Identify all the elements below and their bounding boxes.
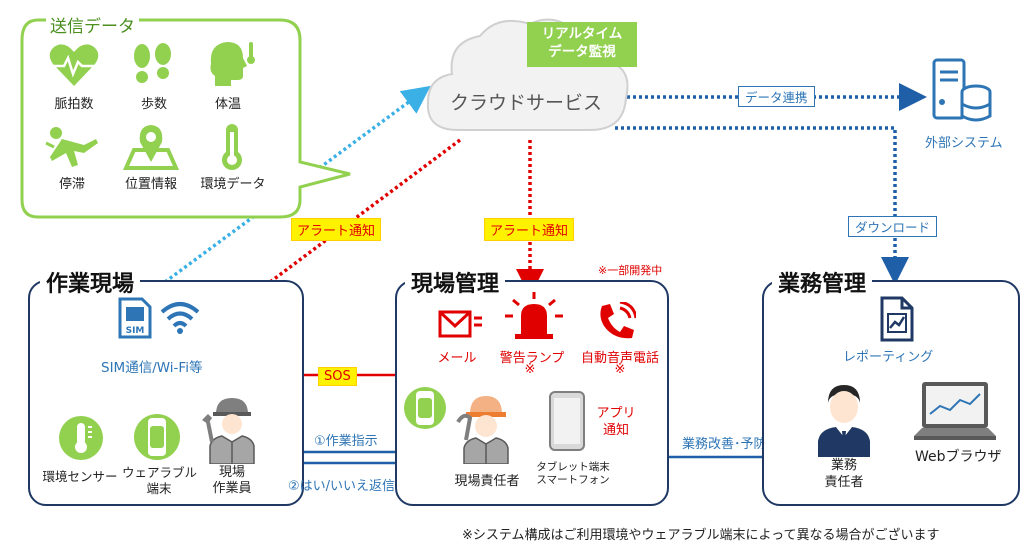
site-mgmt-title: 現場管理 — [405, 266, 506, 298]
cloud-to-biz-line — [615, 126, 909, 285]
worker-label: 現場 作業員 — [202, 465, 262, 497]
realtime-tag-line1: リアルタイム — [541, 26, 623, 42]
head-temperature-icon — [205, 38, 257, 92]
server-database-icon — [930, 58, 994, 130]
biz-manager-line2: 責任者 — [824, 475, 864, 490]
tablet-label: タブレット端末 スマートフォン — [530, 461, 616, 487]
mail-icon — [438, 310, 484, 344]
manager-watch-icon — [403, 386, 447, 434]
map-pin-icon — [120, 122, 182, 176]
biz-mgmt-title: 業務管理 — [772, 266, 873, 298]
worker-icon — [198, 394, 264, 468]
send-item-temp: 体温 — [214, 97, 241, 112]
manager-label: 現場責任者 — [454, 474, 520, 489]
send-item-location: 位置情報 — [124, 177, 177, 192]
sos-label: SOS — [318, 367, 357, 386]
wearable-label-line2: 端末 — [146, 481, 172, 496]
svg-text:SIM: SIM — [126, 326, 145, 336]
footprints-icon — [130, 42, 176, 92]
heart-pulse-icon — [48, 42, 100, 92]
warning-lamp-icon — [505, 292, 563, 344]
send-item-stagnation: 停滞 — [58, 177, 85, 192]
download-label: ダウンロード — [848, 216, 938, 237]
laptop-icon — [912, 380, 998, 448]
thermometer-icon — [217, 122, 247, 176]
send-item-env: 環境データ — [200, 177, 266, 192]
app-notice-line1: アプリ — [596, 406, 636, 421]
worker-label-line2: 作業員 — [212, 481, 252, 496]
app-notice-label: アプリ 通知 — [592, 405, 640, 439]
site-title: 作業現場 — [40, 266, 141, 298]
send-item-pulse: 脈拍数 — [54, 97, 94, 112]
biz-manager-icon — [814, 383, 874, 461]
sim-card-icon: SIM — [118, 297, 152, 343]
realtime-monitor-tag: リアルタイム データ監視 — [527, 22, 637, 67]
fallen-person-icon — [44, 125, 100, 175]
wifi-icon — [160, 300, 200, 338]
partial-dev-note: ※一部開発中 — [598, 264, 663, 277]
env-sensor-label: 環境センサー — [42, 469, 118, 484]
phone-label: 自動音声電話 — [580, 351, 659, 366]
lamp-note-mark: ※ — [524, 362, 536, 377]
report-document-icon — [880, 296, 914, 346]
alert-left-label: アラート通知 — [291, 218, 382, 241]
site-manager-icon — [452, 392, 518, 468]
tablet-label-line1: タブレット端末 — [536, 461, 610, 473]
biz-manager-label: 業務 責任者 — [816, 457, 872, 491]
env-sensor-icon — [58, 415, 104, 465]
alert-center-label: アラート通知 — [484, 218, 575, 241]
data-link-label: データ連携 — [738, 86, 815, 107]
reply-label: ②はい/いいえ返信 — [288, 479, 396, 494]
phone-note-mark: ※ — [614, 362, 626, 377]
comm-label: SIM通信/Wi-Fi等 — [101, 360, 203, 376]
web-browser-label: Webブラウザ — [915, 449, 1002, 465]
biz-manager-line1: 業務 — [830, 458, 857, 473]
site-panel — [28, 280, 304, 506]
phone-icon — [596, 300, 638, 344]
realtime-tag-line2: データ監視 — [548, 44, 616, 60]
cloud-label: クラウドサービス — [450, 92, 603, 114]
footnote: ※システム構成はご利用環境やウェアラブル端末によって異なる場合がございます — [462, 528, 940, 543]
wearable-watch-icon — [133, 412, 181, 466]
mail-label: メール — [437, 351, 477, 366]
wearable-label-line1: ウェアラブル — [122, 465, 198, 480]
worker-label-line1: 現場 — [218, 465, 245, 480]
lamp-label: 警告ランプ — [499, 351, 565, 366]
work-instruction-label: ①作業指示 — [314, 434, 378, 449]
app-notice-line2: 通知 — [602, 423, 629, 438]
tablet-icon — [548, 390, 586, 456]
reporting-label: レポーティング — [843, 350, 934, 365]
send-item-steps: 歩数 — [140, 97, 167, 112]
send-data-title: 送信データ — [46, 12, 139, 37]
external-system-label: 外部システム — [925, 136, 1003, 151]
send-data-bubble — [20, 18, 351, 219]
tablet-label-line2: スマートフォン — [536, 474, 610, 486]
wearable-label: ウェアラブル 端末 — [122, 465, 198, 497]
